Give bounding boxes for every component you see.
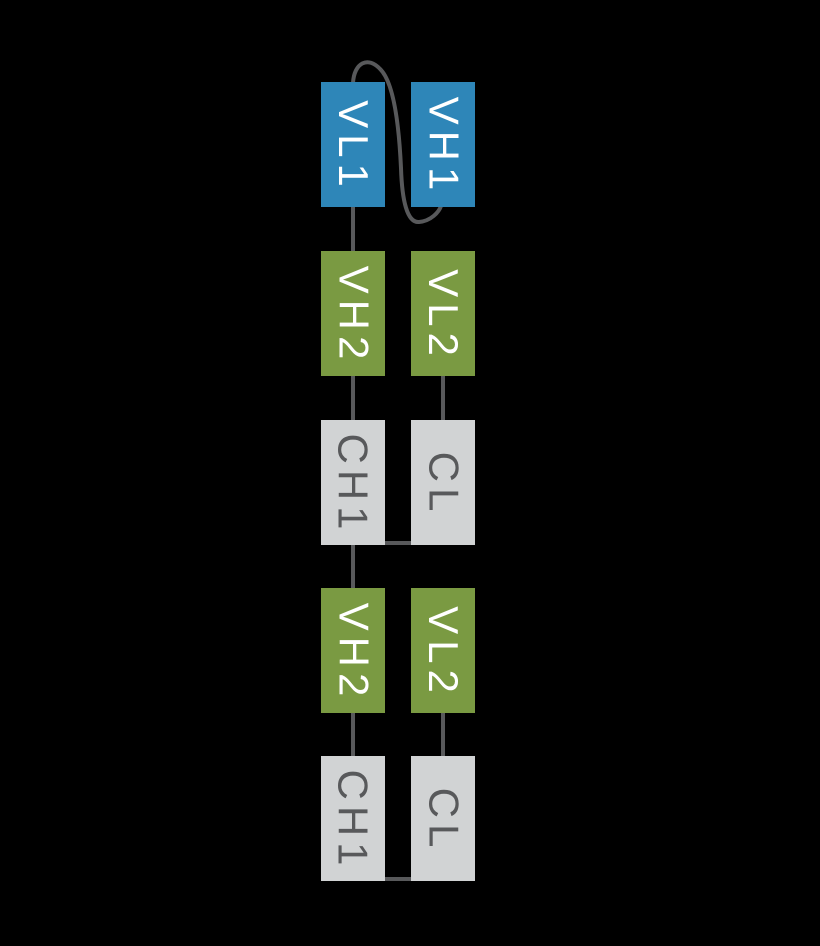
domain-box-vh2-upper: VH2: [321, 251, 385, 376]
domain-box-vh1: VH1: [411, 82, 475, 207]
bond-vl1-vh2: [351, 206, 355, 252]
domain-box-cl-lower: CL: [411, 756, 475, 881]
bond-vl2-cl-lower: [441, 712, 445, 757]
domain-label-ch1-upper: CH1: [330, 432, 377, 536]
domain-box-ch1-upper: CH1: [321, 420, 385, 545]
domain-box-vh2-lower: VH2: [321, 588, 385, 713]
domain-box-vl2-lower: VL2: [411, 588, 475, 713]
bond-vh2-ch1-upper: [351, 375, 355, 421]
domain-box-vl2-upper: VL2: [411, 251, 475, 376]
domain-label-vh2-lower: VH2: [330, 602, 378, 702]
bond-vh2-ch1-lower: [351, 712, 355, 757]
bond-vl2-cl-upper: [441, 375, 445, 421]
domain-box-vl1: VL1: [321, 82, 385, 207]
domain-box-ch1-lower: CH1: [321, 756, 385, 881]
domain-label-ch1-lower: CH1: [330, 768, 377, 872]
domain-label-vh2-upper: VH2: [330, 265, 378, 365]
domain-label-vl1: VL1: [330, 99, 378, 193]
domain-label-vl2-upper: VL2: [420, 268, 468, 362]
domain-label-vh1: VH1: [420, 96, 468, 196]
disulfide-ch1-cl-upper: [385, 541, 411, 545]
bond-ch1-vh2-lower: [351, 544, 355, 589]
domain-box-cl-upper: CL: [411, 420, 475, 545]
domain-label-cl-lower: CL: [420, 787, 468, 853]
disulfide-ch1-cl-lower: [385, 877, 411, 881]
domain-label-cl-upper: CL: [420, 451, 468, 517]
domain-label-vl2-lower: VL2: [420, 605, 468, 699]
